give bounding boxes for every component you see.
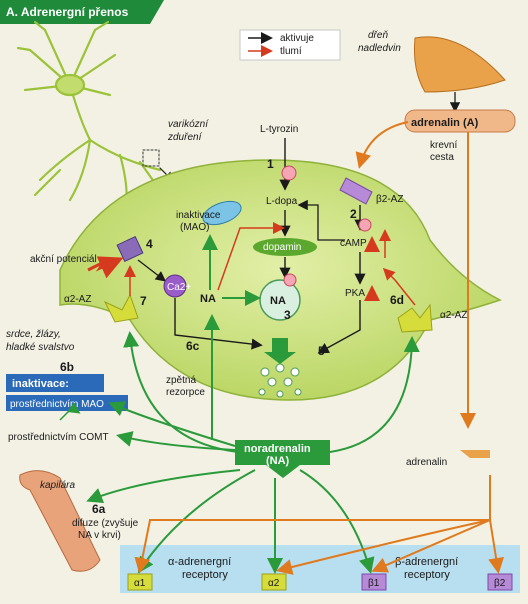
mao-mitochondrion: inaktivace (MAO)	[176, 200, 242, 233]
step-2-number: 2	[350, 207, 357, 221]
receptor-panel: α-adrenergní receptory β-adrenergní rece…	[120, 545, 520, 593]
reuptake-label-1: zpětná	[166, 375, 196, 386]
dopamine-label: dopamin	[263, 242, 301, 253]
step-6b-number: 6b	[60, 360, 74, 374]
effector-label-1: srdce, žlázy,	[6, 329, 61, 340]
l-dopa-label: L-dopa	[266, 196, 298, 207]
cytoplasm-na-label: NA	[200, 293, 216, 305]
adrenalin-icon	[460, 450, 490, 458]
step-6a-number: 6a	[92, 502, 106, 516]
dopamine-capsule	[253, 238, 317, 256]
blood-vessel: adrenalin (A) krevní cesta	[404, 109, 516, 163]
step-3-number: 3	[284, 308, 291, 322]
step-1-number: 1	[267, 157, 274, 171]
inactivation-heading: inaktivace:	[12, 378, 69, 390]
action-potential-icon	[87, 256, 124, 279]
noradrenalin-box: noradrenalin (NA)	[235, 440, 330, 478]
enzyme-2-icon	[358, 218, 372, 232]
beta1-receptor-icon	[361, 573, 387, 591]
ca-channel: 4	[116, 235, 153, 263]
alpha-receptors-label-1: α-adrenergní	[168, 556, 231, 568]
via-comt-label: prostřednictvím COMT	[8, 432, 109, 443]
capillary-label: kapilára	[40, 480, 75, 491]
diffusion-label-2: NA v krvi)	[78, 530, 121, 541]
noradrenalin-label-1: noradrenalin	[244, 443, 311, 455]
beta-receptors-label-1: β-adrenergní	[395, 556, 458, 568]
beta-receptors-label-2: receptory	[404, 569, 450, 581]
b2-receptor: β2-AZ 2	[339, 177, 403, 221]
mao-inactivation-label-2: (MAO)	[180, 222, 209, 233]
alpha2-label: α2	[268, 578, 280, 589]
vesicle-na-label: NA	[270, 295, 286, 307]
diagram-title: A. Adrenergní přenos	[6, 5, 129, 19]
a2-autoreceptor-right: α2-AZ 6d	[382, 267, 467, 333]
inactivation-panel: srdce, žlázy, hladké svalstvo 6b inaktiv…	[6, 329, 236, 451]
b2-az-label: β2-AZ	[376, 194, 403, 205]
step-6d-number: 6d	[390, 293, 404, 307]
capillary: kapilára 6a difuze (zvyšuje NA v krvi)	[19, 469, 241, 572]
legend: aktivuje tlumí	[239, 29, 341, 61]
action-potential-label: akční potenciál	[30, 254, 97, 265]
enzyme-3-icon	[283, 273, 297, 287]
title-bar: A. Adrenergní přenos	[0, 0, 164, 24]
adrenalin-label: adrenalin	[406, 457, 447, 468]
beta1-label: β1	[368, 578, 380, 589]
beta2-receptor-icon	[487, 573, 513, 591]
adrenalin-a-label: adrenalin (A)	[411, 117, 479, 129]
effector-label-2: hladké svalstvo	[6, 342, 75, 353]
na-vesicle: NA 3	[259, 273, 301, 322]
blood-path-label-2: cesta	[430, 152, 454, 163]
adrenal-medulla: dřeň nadledvin	[358, 30, 506, 113]
release-arrow	[264, 338, 296, 364]
adrenal-label-1: dřeň	[368, 30, 388, 41]
l-tyrosine-label: L-tyrozin	[260, 124, 298, 135]
diffusion-label-1: difuze (zvyšuje	[72, 518, 139, 529]
alpha2-receptor-icon	[261, 573, 287, 591]
legend-activate-label: aktivuje	[280, 33, 314, 44]
beta2-label: β2	[494, 578, 506, 589]
adrenal-label-2: nadledvin	[358, 43, 401, 54]
varicosity-label-2: zduření	[167, 132, 203, 143]
noradrenalin-label-2: (NA)	[266, 455, 290, 467]
step-7-number: 7	[140, 294, 147, 308]
alpha1-label: α1	[134, 578, 146, 589]
calcium-ion-icon	[163, 274, 187, 298]
neuron-cell	[16, 20, 174, 217]
pka-label: PKA	[345, 288, 365, 299]
via-mao-label: prostřednictvím MAO	[10, 399, 104, 410]
legend-inhibit-label: tlumí	[280, 46, 302, 57]
step-5-number: 5	[318, 344, 325, 358]
calcium-label: Ca2+	[167, 282, 191, 293]
alpha1-receptor-icon	[127, 573, 153, 591]
reuptake-label-2: rezorpce	[166, 387, 205, 398]
camp-label: cAMP	[340, 238, 367, 249]
enzyme-1-icon	[281, 165, 297, 181]
a2-az-right-label: α2-AZ	[440, 310, 467, 321]
alpha-receptors-label-2: receptory	[182, 569, 228, 581]
step-6c-number: 6c	[186, 339, 200, 353]
blood-path-label-1: krevní	[430, 140, 457, 151]
step-4-number: 4	[146, 237, 153, 251]
mao-inactivation-label-1: inaktivace	[176, 210, 221, 221]
a2-az-left-label: α2-AZ	[64, 294, 91, 305]
varicosity-label-1: varikózní	[168, 119, 209, 130]
a2-autoreceptor-left: α2-AZ 7	[64, 265, 147, 323]
